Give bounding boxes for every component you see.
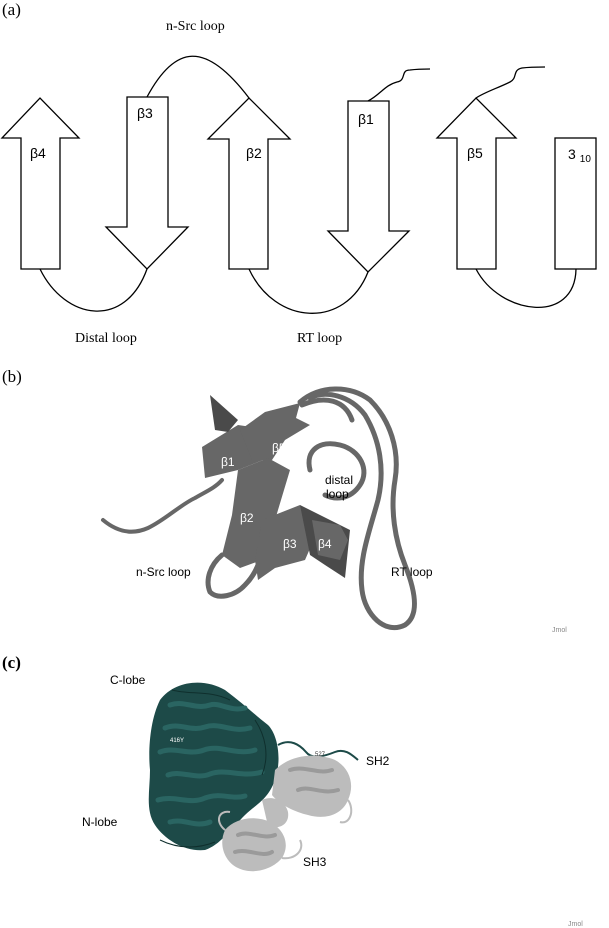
ribbon-b4-strand-face — [312, 520, 348, 560]
nsrc-loop-tube — [205, 552, 265, 599]
distal-loop-label-line2: loop — [326, 487, 349, 501]
jmol-watermark-c: Jmol — [568, 921, 583, 928]
ribbon-top-arrowhead — [210, 395, 238, 432]
strand-b3-label: β3 — [137, 105, 153, 121]
distal-loop-label-line1: distal — [325, 473, 353, 487]
strand-b4-label: β4 — [30, 145, 46, 161]
strand-b2-arrow — [206, 97, 292, 270]
n-lobe-label: N-lobe — [82, 815, 118, 829]
panel-c: (c) — [2, 653, 583, 928]
ribbon-b2-strand — [222, 458, 290, 568]
strand-b5-label: β5 — [467, 145, 483, 161]
jmol-watermark-b: Jmol — [552, 627, 567, 634]
sh2-label: SH2 — [366, 754, 390, 768]
nsrc-loop-curve — [146, 55, 250, 99]
residue-416-label: 416Y — [170, 738, 184, 744]
n-terminal-tail — [101, 478, 224, 534]
strand-b4-arrow — [0, 97, 81, 270]
panel-c-label: (c) — [2, 653, 21, 672]
ribbon-b2-label: β2 — [240, 511, 254, 525]
panel-b-label: (b) — [2, 367, 22, 386]
strand-b1-label: β1 — [358, 111, 374, 127]
strand-b5-arrow — [435, 97, 518, 270]
ribbon-b3-label: β3 — [283, 537, 297, 551]
rt-loop-curve — [248, 268, 369, 314]
distal-loop-tube — [306, 441, 367, 501]
kinase-helices — [155, 701, 265, 827]
b5-tail-curve — [475, 66, 546, 99]
ribbon-b4-label: β4 — [318, 537, 332, 551]
panel-a-label: (a) — [2, 0, 21, 19]
residue-527-label: 527 — [315, 752, 326, 758]
rt-loop-tube — [297, 386, 417, 630]
strand-b3-arrow — [104, 96, 190, 270]
panel-b: (b) β1 β5 β2 β3 β4 distal loop n-Src loo… — [2, 367, 567, 634]
strand-b1-arrow — [326, 100, 411, 273]
helix-3-10-box — [554, 137, 597, 270]
ribbon-nsrc-label: n-Src loop — [136, 565, 191, 579]
b5-helix-loop-curve — [475, 268, 577, 308]
ribbon-b5-label: β5 — [272, 441, 286, 455]
ribbon-b3-strand — [255, 505, 318, 580]
nsrc-loop-label: n-Src loop — [166, 19, 225, 34]
sh3-label: SH3 — [303, 855, 327, 869]
c-lobe-label: C-lobe — [110, 673, 146, 687]
rt-loop-label: RT loop — [297, 331, 342, 346]
strand-b2-label: β2 — [246, 145, 262, 161]
ribbon-b5-strand — [240, 403, 310, 460]
rt-loop-tube-inner — [299, 397, 355, 423]
b1-tail-curve — [367, 68, 431, 102]
sh-domain-helices — [233, 766, 340, 856]
distal-loop-label: Distal loop — [75, 331, 137, 346]
kinase-outline-lines — [159, 689, 267, 848]
sh-domain-loops — [218, 799, 353, 860]
ribbon-b1-label: β1 — [221, 455, 235, 469]
ribbon-rt-label: RT loop — [391, 565, 433, 579]
distal-loop-curve — [39, 268, 148, 312]
